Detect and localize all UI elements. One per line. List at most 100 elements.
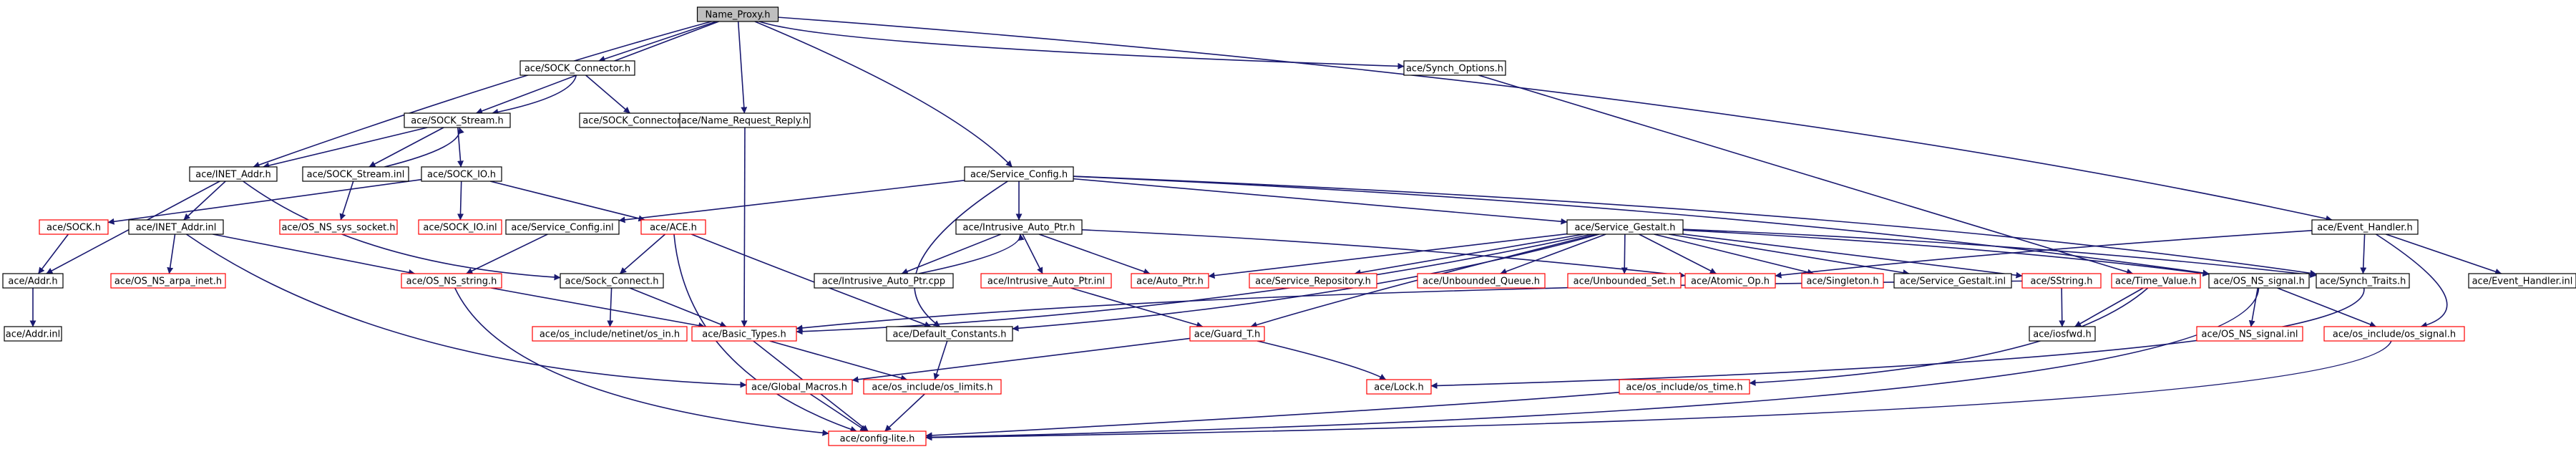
edge-time-value-h-to-iosfwd-h xyxy=(2074,287,2144,327)
node-label: ace/Unbounded_Set.h xyxy=(1574,276,1676,287)
node-os-include-os-limits-h[interactable]: ace/os_include/os_limits.h xyxy=(863,379,1002,395)
node-os-ns-signal-h[interactable]: ace/OS_NS_signal.h xyxy=(2208,273,2310,289)
node-label: ace/SOCK_IO.inl xyxy=(423,223,497,234)
node-box xyxy=(2323,326,2465,342)
node-box xyxy=(1403,60,1506,76)
node-service-gestalt-h[interactable]: ace/Service_Gestalt.h xyxy=(1566,219,1684,235)
edge-guard-t-h-to-lock-h xyxy=(1257,340,1387,380)
node-synch-traits-h[interactable]: ace/Synch_Traits.h xyxy=(2316,273,2410,289)
node-label: ace/Event_Handler.h xyxy=(2317,223,2413,234)
node-auto-ptr-h[interactable]: ace/Auto_Ptr.h xyxy=(1131,273,1209,289)
node-sock-io-h[interactable]: ace/SOCK_IO.h xyxy=(421,166,502,182)
node-intrusive-auto-ptr-h[interactable]: ace/Intrusive_Auto_Ptr.h xyxy=(955,219,1083,235)
node-time-value-h[interactable]: ace/Time_Value.h xyxy=(2111,273,2201,289)
node-box xyxy=(964,166,1074,182)
node-label: ace/Time_Value.h xyxy=(2115,276,2197,287)
node-os-include-os-signal-h[interactable]: ace/os_include/os_signal.h xyxy=(2323,326,2465,342)
node-config-lite-h[interactable]: ace/config-lite.h xyxy=(828,430,927,446)
node-label: ace/config-lite.h xyxy=(840,434,915,445)
node-box xyxy=(2029,326,2096,342)
node-box xyxy=(640,219,706,235)
node-ace-h[interactable]: ace/ACE.h xyxy=(640,219,706,235)
node-addr-inl[interactable]: ace/Addr.inl xyxy=(4,326,62,342)
node-root[interactable]: Name_Proxy.h xyxy=(696,6,779,22)
node-box xyxy=(1566,219,1684,235)
node-box xyxy=(2111,273,2201,289)
edge-service-gestalt-h-to-service-gestalt-inl xyxy=(1668,234,1910,276)
node-os-include-os-time-h[interactable]: ace/os_include/os_time.h xyxy=(1619,379,1750,395)
node-os-ns-sys-socket-h[interactable]: ace/OS_NS_sys_socket.h xyxy=(279,219,398,235)
node-synch-options-h[interactable]: ace/Synch_Options.h xyxy=(1403,60,1506,76)
node-inet-addr-h[interactable]: ace/INET_Addr.h xyxy=(189,166,278,182)
edge-sock-h-to-addr-h xyxy=(37,234,69,274)
node-default-constants-h[interactable]: ace/Default_Constants.h xyxy=(886,326,1013,342)
node-box xyxy=(39,219,109,235)
node-os-ns-string-h[interactable]: ace/OS_NS_string.h xyxy=(401,273,502,289)
edge-service-gestalt-h-to-atomic-op-h xyxy=(1639,234,1717,274)
node-box xyxy=(863,379,1002,395)
node-sock-stream-inl[interactable]: ace/SOCK_Stream.inl xyxy=(302,166,409,182)
node-label: ace/SOCK.h xyxy=(47,223,101,234)
node-box xyxy=(1131,273,1209,289)
node-addr-h[interactable]: ace/Addr.h xyxy=(2,273,64,289)
node-sstring-h[interactable]: ace/SString.h xyxy=(2021,273,2102,289)
node-label: ace/SOCK_Connector.h xyxy=(525,64,630,74)
node-label: ace/Intrusive_Auto_Ptr.cpp xyxy=(822,276,945,287)
node-os-include-netinet-os-in-h[interactable]: ace/os_include/netinet/os_in.h xyxy=(532,326,688,342)
node-iosfwd-h[interactable]: ace/iosfwd.h xyxy=(2029,326,2096,342)
node-label: ace/Sock_Connect.h xyxy=(565,276,659,287)
edge-guard-t-h-to-global-macros-h xyxy=(852,337,1191,383)
edge-event-handler-h-to-atomic-op-h xyxy=(1775,230,2313,279)
node-label: ace/SString.h xyxy=(2031,276,2093,287)
node-sock-connector-inl[interactable]: ace/SOCK_Connector.inl xyxy=(579,112,698,128)
node-os-ns-signal-inl[interactable]: ace/OS_NS_signal.inl xyxy=(2196,326,2303,342)
node-event-handler-inl[interactable]: ace/Event_Handler.inl xyxy=(2468,273,2576,289)
node-unbounded-set-h[interactable]: ace/Unbounded_Set.h xyxy=(1567,273,1682,289)
node-service-gestalt-inl[interactable]: ace/Service_Gestalt.inl xyxy=(1893,273,2012,289)
edge-inet-addr-h-to-inet-addr-inl xyxy=(183,181,226,221)
node-box xyxy=(128,219,224,235)
node-label: ace/Synch_Traits.h xyxy=(2320,276,2406,287)
edge-sock-connect-h-to-os-include-netinet-os-in-h xyxy=(607,287,614,327)
node-label: ace/Service_Config.inl xyxy=(511,223,613,234)
node-box xyxy=(532,326,688,342)
node-basic-types-h[interactable]: ace/Basic_Types.h xyxy=(691,326,797,342)
node-service-repository-h[interactable]: ace/Service_Repository.h xyxy=(1249,273,1377,289)
edge-service-gestalt-h-to-default-constants-h xyxy=(1012,234,1600,332)
node-box xyxy=(302,166,409,182)
edge-intrusive-auto-ptr-h-to-intrusive-auto-ptr-cpp xyxy=(901,234,1002,275)
node-service-config-inl[interactable]: ace/Service_Config.inl xyxy=(505,219,620,235)
node-label: ace/OS_NS_string.h xyxy=(406,276,497,287)
node-singleton-h[interactable]: ace/Singleton.h xyxy=(1801,273,1884,289)
node-service-config-h[interactable]: ace/Service_Config.h xyxy=(964,166,1074,182)
node-label: ace/Auto_Ptr.h xyxy=(1136,276,1204,287)
edge-event-handler-h-to-synch-traits-h xyxy=(2360,234,2367,274)
node-sock-io-inl[interactable]: ace/SOCK_IO.inl xyxy=(418,219,502,235)
node-sock-h[interactable]: ace/SOCK.h xyxy=(39,219,109,235)
node-global-macros-h[interactable]: ace/Global_Macros.h xyxy=(746,379,853,395)
node-intrusive-auto-ptr-cpp[interactable]: ace/Intrusive_Auto_Ptr.cpp xyxy=(814,273,954,289)
node-os-ns-arpa-inet-h[interactable]: ace/OS_NS_arpa_inet.h xyxy=(110,273,226,289)
node-label: ace/Default_Constants.h xyxy=(892,329,1006,340)
node-event-handler-h[interactable]: ace/Event_Handler.h xyxy=(2311,219,2419,235)
edge-root-to-service-config-h xyxy=(754,21,1013,168)
node-intrusive-auto-ptr-inl[interactable]: ace/Intrusive_Auto_Ptr.inl xyxy=(980,273,1112,289)
node-sock-stream-h[interactable]: ace/SOCK_Stream.h xyxy=(404,112,511,128)
node-label: ace/OS_NS_arpa_inet.h xyxy=(114,276,222,287)
edge-root-to-sock-connector-h xyxy=(598,21,717,62)
node-guard-t-h[interactable]: ace/Guard_T.h xyxy=(1189,326,1265,342)
node-inet-addr-inl[interactable]: ace/INET_Addr.inl xyxy=(128,219,224,235)
edge-root-to-name-request-reply-h xyxy=(737,21,748,114)
node-sock-connector-h[interactable]: ace/SOCK_Connector.h xyxy=(519,60,635,76)
edge-name-request-reply-h-to-basic-types-h xyxy=(741,127,748,327)
node-label: ace/Synch_Options.h xyxy=(1406,64,1503,74)
node-atomic-op-h[interactable]: ace/Atomic_Op.h xyxy=(1684,273,1776,289)
node-unbounded-queue-h[interactable]: ace/Unbounded_Queue.h xyxy=(1417,273,1546,289)
node-label: ace/Intrusive_Auto_Ptr.h xyxy=(963,223,1075,234)
node-name-request-reply-h[interactable]: ace/Name_Request_Reply.h xyxy=(679,112,811,128)
edge-sock-io-h-to-sock-io-inl xyxy=(457,181,464,221)
edge-sock-connector-h-to-sock-stream-h xyxy=(492,74,577,115)
node-lock-h[interactable]: ace/Lock.h xyxy=(1366,379,1432,395)
node-sock-connect-h[interactable]: ace/Sock_Connect.h xyxy=(560,273,664,289)
